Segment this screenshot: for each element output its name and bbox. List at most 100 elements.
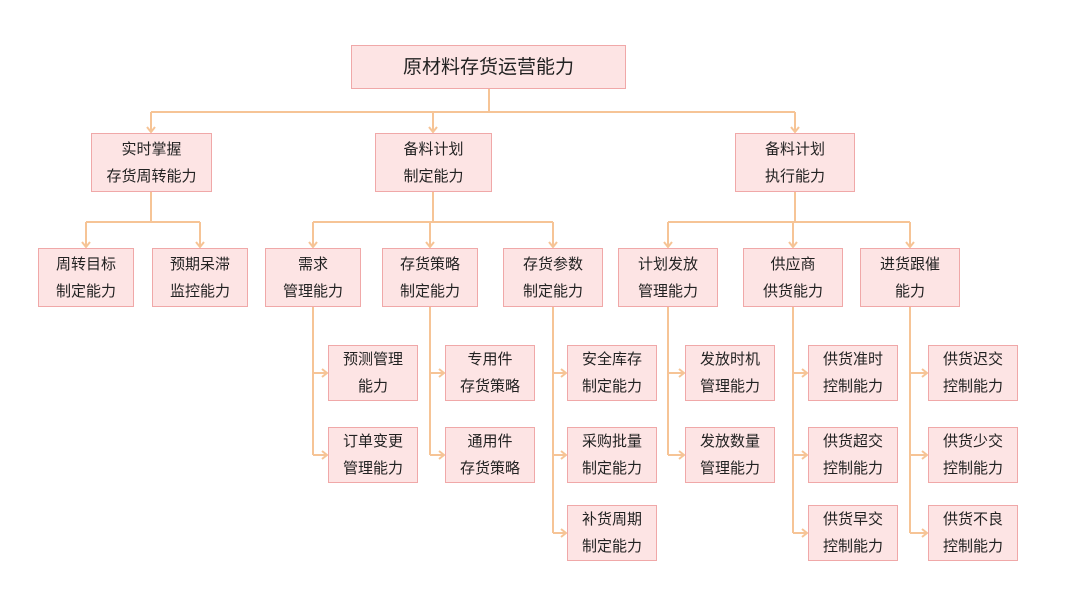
node-label-line: 存货策略 [459,377,520,395]
arrow-head-down [425,241,435,249]
node-label-line: 存货策略 [459,459,520,477]
node-label-line: 监控能力 [169,281,230,300]
node-label-line: 存货周转能力 [106,166,197,185]
node-label-line: 管理能力 [699,459,760,477]
node-label-line: 控制能力 [942,537,1003,555]
node-label-line: 能力 [894,281,925,300]
node-label-line: 采购批量 [581,432,642,450]
node-label-line: 制定能力 [581,377,642,395]
node-plan-release: 计划发放管理能力 [618,248,718,307]
node-label-line: 供货能力 [762,281,823,300]
node-label-line: 安全库存 [581,350,642,368]
node-safety-stock: 安全库存制定能力 [567,345,657,401]
node-label-line: 备料计划 [764,139,825,158]
node-label-line: 控制能力 [822,459,883,477]
node-label-line: 供货迟交 [942,350,1003,368]
node-label-line: 发放时机 [699,350,760,368]
node-label-line: 供货超交 [822,432,883,450]
arrow-head-right [560,450,568,460]
node-ontime-delivery: 供货准时控制能力 [808,345,898,401]
node-label-line: 需求 [297,254,328,273]
node-label-line: 实时掌握 [121,139,182,158]
arrow-head-right [801,368,809,378]
node-label-line: 存货参数 [522,254,583,273]
arrow-head-right [321,368,329,378]
node-label-line: 进货跟催 [879,254,940,273]
node-label-line: 预期呆滞 [169,254,230,273]
node-material-plan-execution: 备料计划执行能力 [735,133,855,192]
arrow-head-down [308,241,318,249]
node-slow-moving-monitor: 预期呆滞监控能力 [152,248,248,307]
arrow-head-down [548,241,558,249]
node-label-line: 存货策略 [399,254,460,273]
arrow-head-down [790,126,800,134]
node-label-line: 预测管理 [342,350,403,368]
arrow-head-right [921,368,929,378]
node-label-line: 制定能力 [403,166,464,185]
node-label-line: 供货不良 [942,510,1003,528]
node-label-line: 执行能力 [764,166,825,185]
node-label-line: 计划发放 [637,254,698,273]
node-label-line: 补货周期 [581,510,642,528]
node-label-line: 管理能力 [637,281,698,300]
arrow-head-right [438,450,446,460]
node-forecast-management: 预测管理能力 [328,345,418,401]
arrow-head-right [438,368,446,378]
node-label-line: 原材料存货运营能力 [402,56,574,78]
node-common-parts-strategy: 通用件存货策略 [445,427,535,483]
node-early-delivery: 供货早交控制能力 [808,505,898,561]
arrow-head-down [146,126,156,134]
node-raw-material-inventory-capability: 原材料存货运营能力 [351,45,626,89]
node-label-line: 供货少交 [942,432,1003,450]
node-label-line: 制定能力 [522,281,583,300]
node-label-line: 通用件 [467,432,513,450]
node-purchase-lot: 采购批量制定能力 [567,427,657,483]
node-defective-delivery: 供货不良控制能力 [928,505,1018,561]
arrow-head-right [921,450,929,460]
node-release-timing: 发放时机管理能力 [685,345,775,401]
arrow-head-down [195,241,205,249]
node-label-line: 制定能力 [581,537,642,555]
arrow-head-down [81,241,91,249]
node-label-line: 专用件 [467,350,513,368]
node-label-line: 周转目标 [55,254,116,273]
node-replenish-cycle: 补货周期制定能力 [567,505,657,561]
node-release-quantity: 发放数量管理能力 [685,427,775,483]
node-material-plan-making: 备料计划制定能力 [375,133,492,192]
arrow-head-right [801,528,809,538]
node-label-line: 控制能力 [822,537,883,555]
node-label-line: 管理能力 [699,377,760,395]
node-label-line: 制定能力 [581,459,642,477]
arrow-head-down [663,241,673,249]
node-turnover-target: 周转目标制定能力 [38,248,134,307]
node-label-line: 供应商 [770,254,816,273]
node-label-line: 订单变更 [342,432,403,450]
arrow-head-down [905,241,915,249]
node-short-delivery: 供货少交控制能力 [928,427,1018,483]
node-label-line: 能力 [357,377,388,395]
node-label-line: 供货准时 [822,350,883,368]
node-inbound-followup: 进货跟催能力 [860,248,960,307]
arrow-head-down [788,241,798,249]
node-supplier-capability: 供应商供货能力 [743,248,843,307]
node-label-line: 控制能力 [942,459,1003,477]
arrow-head-right [321,450,329,460]
node-realtime-turnover: 实时掌握存货周转能力 [91,133,212,192]
node-over-delivery: 供货超交控制能力 [808,427,898,483]
node-late-delivery: 供货迟交控制能力 [928,345,1018,401]
node-label-line: 制定能力 [55,281,116,300]
arrow-head-right [801,450,809,460]
node-order-change: 订单变更管理能力 [328,427,418,483]
node-label-line: 备料计划 [403,139,464,158]
arrow-head-right [678,368,686,378]
node-label-line: 控制能力 [822,377,883,395]
node-special-parts-strategy: 专用件存货策略 [445,345,535,401]
node-label-line: 发放数量 [699,432,760,450]
node-label-line: 控制能力 [942,377,1003,395]
node-inventory-strategy: 存货策略制定能力 [382,248,478,307]
node-label-line: 管理能力 [282,281,343,300]
arrow-head-right [921,528,929,538]
node-label-line: 供货早交 [822,510,883,528]
arrow-head-right [560,368,568,378]
